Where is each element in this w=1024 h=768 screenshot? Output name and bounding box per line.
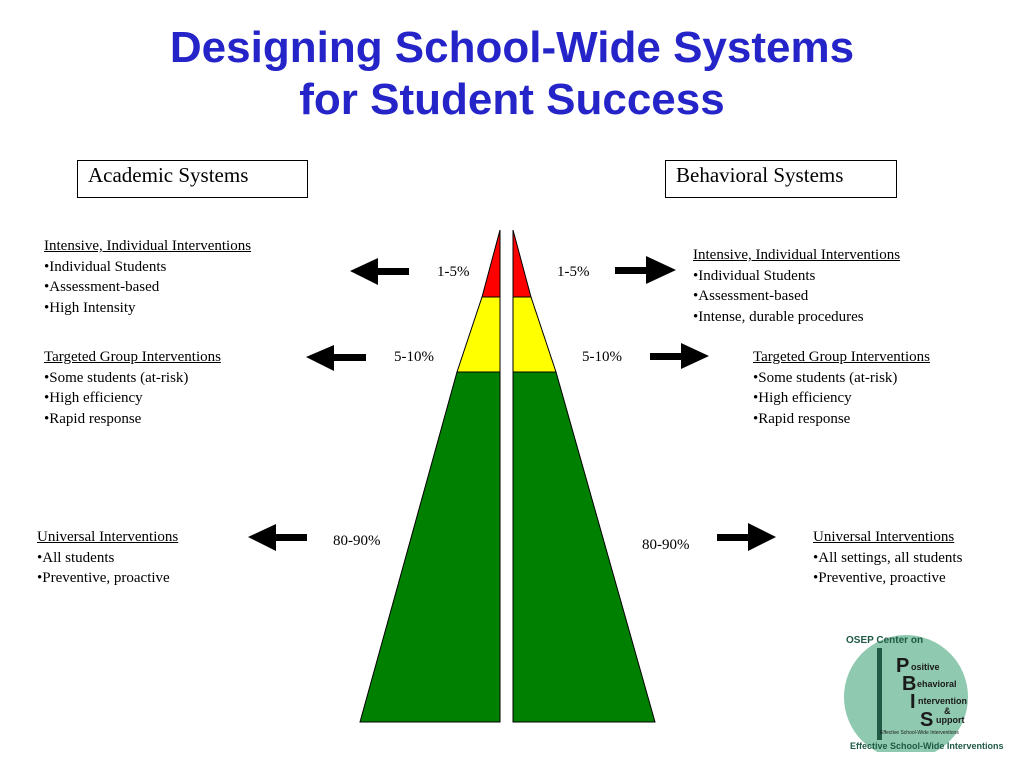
academic-universal-percent: 80-90% xyxy=(333,533,381,549)
list-item: •Individual Students xyxy=(44,258,167,275)
list-item: •All students xyxy=(37,549,115,566)
tier-heading: Universal Interventions xyxy=(37,529,179,545)
list-item: •Preventive, proactive xyxy=(813,570,946,586)
behavioral-universal-percent: 80-90% xyxy=(642,537,690,553)
page-title: Designing School-Wide Systems for Studen… xyxy=(0,22,1024,126)
behavioral-systems-header: Behavioral Systems xyxy=(665,160,897,198)
list-item: •Individual Students xyxy=(693,267,816,284)
arrow-right-targeted xyxy=(650,343,709,369)
behavioral-universal-tier xyxy=(512,371,656,723)
list-item: •Some students (at-risk) xyxy=(753,369,898,386)
logo-letter-b: B xyxy=(902,673,916,695)
behavioral-intensive-percent: 1-5% xyxy=(557,264,590,280)
logo-ampersand: & xyxy=(944,706,951,716)
tier-heading: Targeted Group Interventions xyxy=(44,349,221,365)
list-item: •All settings, all students xyxy=(813,549,963,566)
logo-circle xyxy=(844,635,968,752)
list-item: •Intense, durable procedures xyxy=(693,308,864,325)
behavioral-targeted-block: Targeted Group Interventions •Some stude… xyxy=(753,347,930,429)
list-item: •High Intensity xyxy=(44,299,136,316)
arrow-right-intensive xyxy=(615,256,676,284)
behavioral-universal-block: Universal Interventions •All settings, a… xyxy=(813,527,962,589)
arrow-right-universal xyxy=(717,523,776,551)
list-item: •Rapid response xyxy=(44,410,142,427)
behavioral-targeted-percent: 5-10% xyxy=(582,349,622,365)
academic-universal-block: Universal Interventions •All students •P… xyxy=(37,527,178,589)
behavioral-intensive-block: Intensive, Individual Interventions •Ind… xyxy=(693,245,900,327)
osep-pbis-logo: OSEP Center on P ositive B ehavioral I n… xyxy=(844,635,1003,752)
behavioral-intensive-tier xyxy=(512,229,532,298)
logo-word-positive: ositive xyxy=(911,662,940,672)
logo-top-text: OSEP Center on xyxy=(846,635,923,646)
list-item: •High efficiency xyxy=(44,390,143,406)
tier-heading: Intensive, Individual Interventions xyxy=(44,238,252,254)
logo-letter-i: I xyxy=(910,691,916,713)
academic-targeted-percent: 5-10% xyxy=(394,349,434,365)
list-item: •Assessment-based xyxy=(44,279,160,295)
list-item: •Preventive, proactive xyxy=(37,570,170,586)
academic-intensive-tier xyxy=(481,229,501,298)
arrow-left-intensive xyxy=(350,258,409,285)
academic-intensive-block: Intensive, Individual Interventions •Ind… xyxy=(44,236,251,318)
arrow-left-targeted xyxy=(306,345,366,371)
list-item: •High efficiency xyxy=(753,390,852,406)
academic-systems-header: Academic Systems xyxy=(77,160,308,198)
academic-universal-tier xyxy=(359,371,501,723)
logo-letter-p: P xyxy=(896,655,909,677)
academic-intensive-percent: 1-5% xyxy=(437,264,470,280)
title-line-1: Designing School-Wide Systems xyxy=(169,23,855,72)
academic-targeted-block: Targeted Group Interventions •Some stude… xyxy=(44,347,221,429)
title-line-2: for Student Success xyxy=(299,75,725,124)
list-item: •Assessment-based xyxy=(693,288,809,304)
tier-heading: Intensive, Individual Interventions xyxy=(693,247,901,263)
behavioral-targeted-tier xyxy=(512,296,557,373)
logo-small-caption: Effective School-Wide Interventions xyxy=(880,730,959,736)
logo-bottom-text: Effective School-Wide Interventions xyxy=(850,741,1003,751)
tier-heading: Targeted Group Interventions xyxy=(753,349,930,365)
list-item: •Some students (at-risk) xyxy=(44,369,189,386)
list-item: •Rapid response xyxy=(753,410,851,427)
logo-letter-s: S xyxy=(920,709,933,731)
logo-word-behavioral: ehavioral xyxy=(917,679,957,689)
logo-word-intervention: ntervention xyxy=(918,696,967,706)
logo-word-support: upport xyxy=(936,715,965,725)
academic-targeted-tier xyxy=(456,296,501,373)
tier-heading: Universal Interventions xyxy=(813,529,955,545)
arrow-left-universal xyxy=(248,524,307,551)
